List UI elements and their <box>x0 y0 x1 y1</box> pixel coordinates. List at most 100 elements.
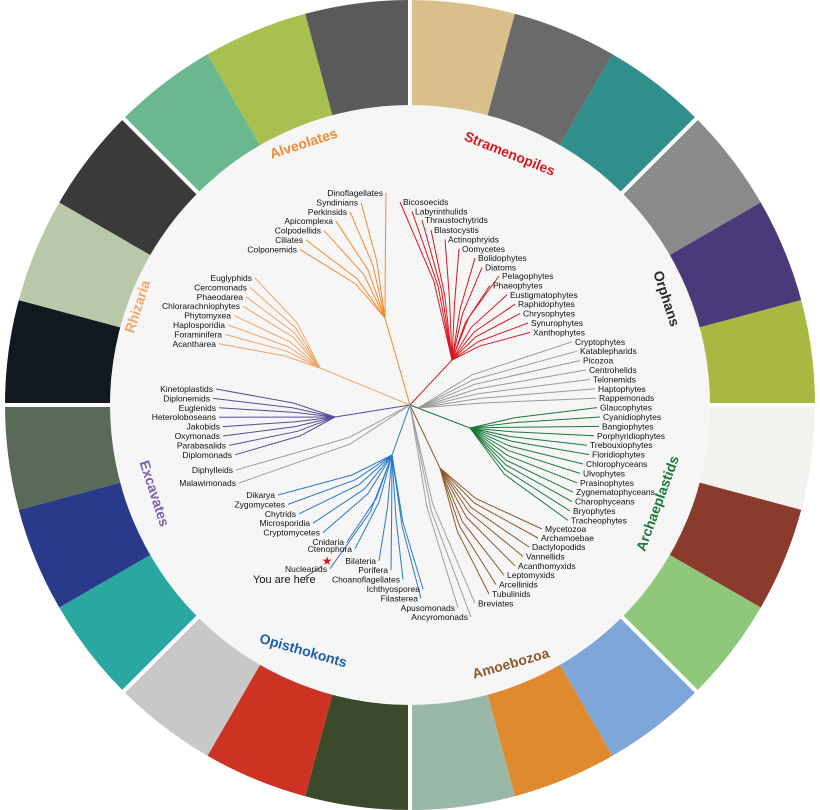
taxon-label: Bangiophytes <box>602 421 654 431</box>
taxon-label: Apusomonads <box>401 603 455 613</box>
branch <box>469 427 578 484</box>
taxon-label: Dinoflagellates <box>327 188 383 198</box>
taxon-label: Diphylleids <box>192 465 233 475</box>
branch <box>234 416 336 456</box>
taxon-label: Charophyceans <box>575 497 635 507</box>
taxon-label: Mycetozoa <box>545 524 586 534</box>
taxon-label: Phaeophytes <box>493 280 543 290</box>
taxon-label: Euglyphids <box>210 273 252 283</box>
branch <box>254 277 321 369</box>
taxon-label: Acantharea <box>173 339 217 349</box>
organism-photo <box>207 663 333 797</box>
organism-photo <box>410 0 515 118</box>
taxon-label: Pelagophytes <box>502 271 554 281</box>
taxon-label: Jakobids <box>186 422 220 432</box>
branch <box>439 467 505 576</box>
taxon-label: Dactylopodids <box>532 542 585 552</box>
branch <box>323 230 386 319</box>
ring-divider <box>120 115 201 196</box>
taxon-label: Colpodellids <box>275 226 321 236</box>
photo-ring <box>3 0 817 810</box>
branch <box>439 467 497 585</box>
branch <box>378 454 393 561</box>
taxon-label: Trebouxiophytes <box>590 440 653 450</box>
branch <box>430 229 453 361</box>
taxon-label: Zygnematophyceans <box>576 487 655 497</box>
taxon-label: Phytomyxea <box>184 311 231 321</box>
taxon-label: Parabasalids <box>177 440 226 450</box>
branch <box>238 404 411 484</box>
branch <box>451 248 460 361</box>
organism-photo <box>305 0 410 118</box>
branch <box>287 454 393 505</box>
taxon-label: Rappemonads <box>599 393 654 403</box>
branch <box>409 404 459 608</box>
taxon-label: Bolidophytes <box>478 253 527 263</box>
taxon-label: Chlorophyceans <box>586 459 647 469</box>
branch <box>451 313 521 361</box>
taxon-label: Malawimonads <box>179 478 236 488</box>
branch <box>417 360 581 409</box>
branch <box>390 454 393 571</box>
branch <box>391 454 424 590</box>
taxon-label: Acanthomyxids <box>518 561 576 571</box>
taxon-label: Breviates <box>478 598 513 608</box>
branch <box>384 192 387 319</box>
taxon-label: Cryptophytes <box>575 337 625 347</box>
branch <box>444 239 453 361</box>
taxon-label: Cercomonads <box>194 282 247 292</box>
taxon-label: Telonemids <box>593 374 636 384</box>
branch <box>222 416 336 437</box>
taxon-label: Ancyromonads <box>411 612 468 622</box>
taxon-label: Microsporidia <box>259 518 310 528</box>
taxon-label: Phaeodarea <box>197 292 244 302</box>
branch <box>451 258 476 361</box>
branch <box>469 427 581 474</box>
branch <box>417 350 578 409</box>
branch <box>242 305 321 369</box>
organism-photo <box>123 615 261 756</box>
organism-photo <box>18 202 152 328</box>
organism-photo <box>5 300 123 405</box>
branch <box>349 211 386 319</box>
taxon-label: Floridiophytes <box>592 450 645 460</box>
organism-photo <box>697 405 815 510</box>
branch <box>469 427 588 446</box>
taxon-label: Actinophryids <box>448 234 499 244</box>
branch <box>222 416 336 428</box>
branch <box>451 331 531 361</box>
taxon-label: Synurophytes <box>531 318 583 328</box>
organism-photo <box>697 300 815 405</box>
archaeplastids-stem <box>409 404 471 429</box>
taxon-label: Zygomycetes <box>234 499 285 509</box>
organism-photo <box>668 482 802 608</box>
taxon-label: Labyrinthulids <box>415 206 467 216</box>
organism-photo <box>620 554 761 692</box>
rhizaria-stem <box>319 367 411 406</box>
taxon-label: Kinetoplastids <box>160 384 213 394</box>
taxon-label: Ciliates <box>275 235 303 245</box>
organism-photo <box>123 54 261 195</box>
ring-divider <box>619 115 700 196</box>
taxon-label: Oxymonads <box>175 431 220 441</box>
taxon-label: Ichthyosporea <box>367 584 421 594</box>
branch <box>224 333 321 369</box>
branch <box>409 404 472 618</box>
stramenopiles-stem <box>409 359 453 406</box>
leaf-labels: DinoflagellatesSyndiniansPerkinsidsApico… <box>152 188 665 622</box>
branch <box>417 388 596 409</box>
branch <box>421 219 453 361</box>
branch <box>439 467 516 567</box>
taxon-label: Cnidaria <box>312 537 344 547</box>
tree-branches <box>212 192 601 618</box>
taxon-label: Bicosoecids <box>403 197 448 207</box>
taxon-label: Bryophytes <box>573 506 616 516</box>
taxon-label: Raphidophytes <box>518 299 575 309</box>
taxon-label: Diplonemids <box>163 393 210 403</box>
organism-photo <box>668 202 802 328</box>
taxon-label: Tubulinids <box>492 589 530 599</box>
organism-photo <box>59 554 200 692</box>
organism-photo <box>559 615 697 756</box>
taxon-label: Eustigmatophytes <box>510 290 578 300</box>
taxon-label: Nucleariids <box>285 564 327 574</box>
